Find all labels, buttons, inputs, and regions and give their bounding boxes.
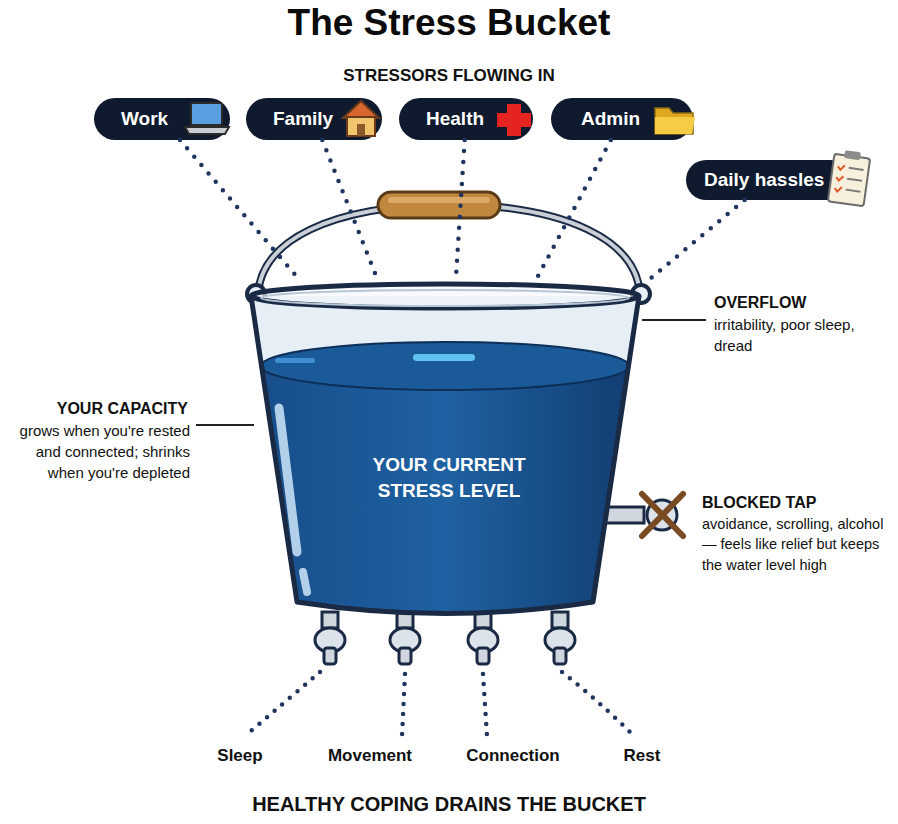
tap-stub [552, 612, 568, 628]
tap-spout [399, 648, 411, 664]
leader-line [562, 672, 634, 736]
stressor-inflow-line [322, 140, 377, 280]
blocked-tap [604, 494, 683, 536]
stressor-inflow-line [645, 200, 745, 283]
callout-line [642, 319, 706, 321]
list-line [849, 168, 864, 170]
bucket-text-block: YOUR CURRENT STRESS LEVEL [349, 452, 549, 503]
glass-sheen [303, 572, 307, 592]
coping-label: Sleep [180, 744, 300, 768]
stressor-label: Work [121, 108, 168, 130]
tap [390, 612, 420, 664]
stressor-pill: Family [246, 98, 382, 140]
coping-label: Rest [582, 744, 702, 768]
bucket-outline [245, 280, 645, 620]
tap-spout [554, 648, 566, 664]
stressor-label: Family [273, 108, 333, 130]
tap [468, 612, 498, 664]
tap [545, 612, 575, 664]
callout-heading: OVERFLOW [714, 292, 884, 314]
stressor-label: Daily hassles [704, 169, 824, 191]
coping-label: Connection [443, 744, 583, 768]
diagram-caption: HEALTHY COPING DRAINS THE BUCKET [0, 793, 898, 816]
tap-body [315, 628, 345, 652]
callout-text: avoidance, scrolling, alcohol — feels li… [702, 514, 894, 575]
stressor-label: Admin [581, 108, 640, 130]
stressor-pill: Health [399, 98, 533, 140]
tap [315, 612, 345, 664]
tap-spout [477, 648, 489, 664]
coping-label: Movement [310, 744, 430, 768]
drain-taps [315, 612, 575, 664]
bucket-label: YOUR CURRENT STRESS LEVEL [349, 452, 549, 503]
handle-wire-outline [258, 204, 640, 294]
stressor-inflow-line [536, 140, 611, 280]
callout-heading: BLOCKED TAP [702, 492, 882, 514]
bucket-glass [251, 296, 639, 614]
callout-text: irritability, poor sleep, dread [714, 314, 864, 356]
water-surface [261, 342, 629, 390]
grip-highlight [388, 197, 490, 203]
tap-body [545, 628, 575, 652]
block-cross [642, 494, 683, 536]
surface-highlight [275, 358, 315, 363]
blocked-pipe [604, 507, 644, 523]
stressor-inflow-line [180, 140, 300, 280]
stressor-pill: Daily hassles [686, 160, 851, 200]
callout-line [196, 424, 254, 426]
surface-highlight [413, 354, 475, 361]
callout-text: grows when you're rested and connected; … [0, 420, 190, 483]
section-heading: STRESSORS FLOWING IN [0, 64, 898, 88]
stressor-label: Health [426, 108, 484, 130]
block-cross [642, 494, 683, 536]
clipboard-clip [844, 150, 861, 160]
bucket-water [261, 366, 629, 614]
coping-leader-lines [245, 672, 634, 736]
tap-body [468, 628, 498, 652]
stressor-inflow-line [456, 140, 465, 280]
stressor-pill: Admin [551, 98, 693, 140]
bucket-rim [251, 284, 639, 308]
handle-wire [258, 204, 640, 294]
tap-stub [322, 612, 338, 628]
leader-line [402, 674, 405, 736]
bucket-body-outline [251, 296, 639, 614]
callout-heading: YOUR CAPACITY [0, 398, 188, 420]
leader-line [483, 674, 487, 736]
blocked-valve [647, 500, 677, 530]
leader-line [245, 672, 320, 736]
diagram-title: The Stress Bucket [0, 2, 898, 44]
tap-body [390, 628, 420, 652]
tap-spout [324, 648, 336, 664]
stressor-pill: Work [94, 98, 230, 140]
handle-grip [378, 192, 500, 218]
stress-bucket: YOUR CURRENT STRESS LEVEL [245, 280, 645, 620]
rim-inner [261, 290, 629, 306]
